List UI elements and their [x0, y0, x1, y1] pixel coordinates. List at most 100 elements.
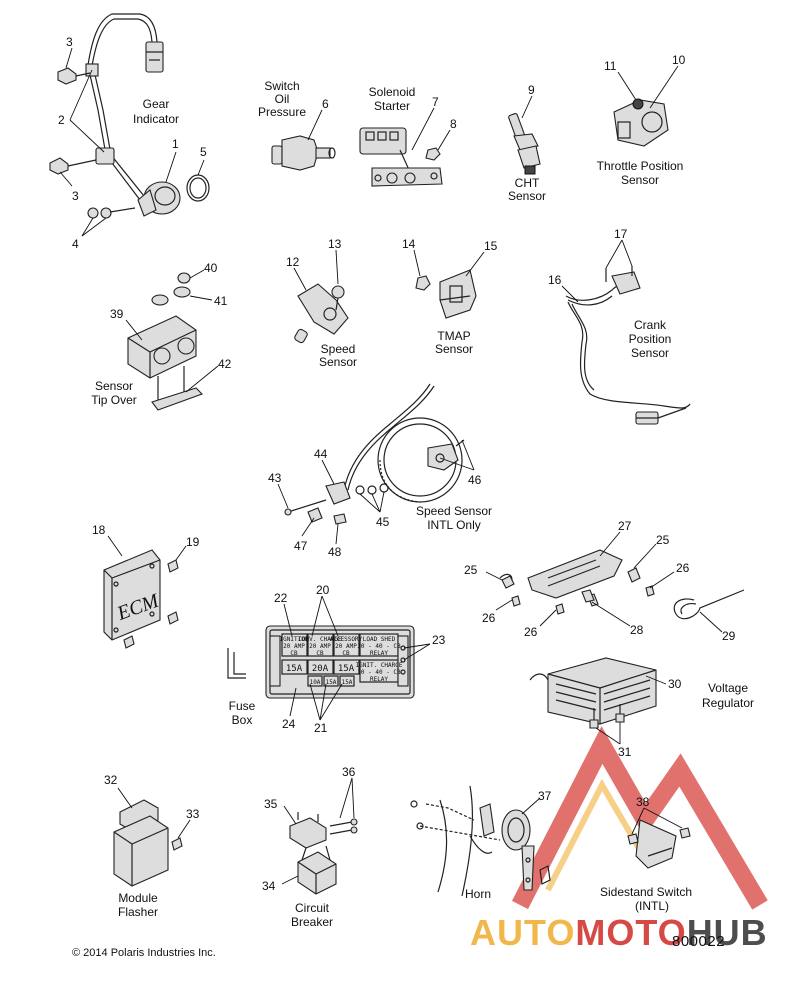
callout-36: 36	[342, 765, 356, 779]
leader-31a	[595, 727, 621, 745]
label-crank-1: Crank	[634, 318, 667, 332]
leader-36a	[339, 777, 353, 819]
fuse-bottom-small: 10A	[310, 679, 321, 686]
label-fusebox-2: Box	[232, 713, 253, 727]
leader-17b	[621, 239, 633, 267]
leader-22	[283, 603, 293, 637]
voltage-regulator	[529, 657, 657, 729]
tmap-sensor	[415, 269, 477, 319]
leader-24	[289, 687, 297, 717]
callout-24: 24	[282, 717, 296, 731]
module-flasher	[113, 799, 183, 887]
fuse-bottom-2: 20A	[312, 664, 329, 674]
fuse-bottom-1: 15A	[286, 664, 303, 674]
leader-33	[177, 819, 191, 839]
label-solenoid-2: Starter	[374, 99, 410, 113]
throttle-position-sensor	[613, 98, 669, 147]
leader-25a	[485, 571, 503, 581]
fuse-top-2-line2: 20 AMP	[309, 643, 331, 650]
ecm-module: ECM	[103, 549, 179, 649]
callout-14: 14	[402, 237, 416, 251]
label-crank-3: Sensor	[631, 346, 669, 360]
callout-38: 38	[636, 795, 650, 809]
leader-9	[521, 95, 533, 119]
leader-23b	[403, 643, 431, 661]
fuse-box: IGNITION 20 AMP CB CONV. CHARGE 20 AMP C…	[227, 625, 415, 699]
leader-48	[335, 523, 339, 545]
label-flasher-1: Module	[118, 891, 158, 905]
watermark-text: AUTOMOTOHUB	[470, 912, 768, 954]
watermark-part-auto: AUTO	[470, 912, 576, 953]
label-tmap-1: TMAP	[437, 329, 470, 343]
leader-43	[277, 483, 289, 509]
sidestand-switch	[627, 819, 691, 869]
label-breaker-2: Breaker	[291, 915, 333, 929]
label-horn: Horn	[465, 887, 491, 901]
speed-sensor	[294, 283, 349, 344]
speed-sensor-intl	[284, 383, 465, 525]
callout-15: 15	[484, 239, 498, 253]
leader-23a	[403, 643, 431, 649]
leader-14	[413, 249, 421, 277]
label-breaker-1: Circuit	[295, 901, 330, 915]
callout-10: 10	[672, 53, 686, 67]
leader-7	[411, 107, 435, 151]
leader-25b	[633, 543, 657, 569]
leader-47	[301, 517, 315, 537]
callout-17: 17	[614, 227, 628, 241]
leader-36b	[351, 777, 355, 819]
leader-38a	[631, 807, 645, 835]
label-sidestand-1: Sidestand Switch	[600, 885, 692, 899]
circuit-breaker	[289, 812, 358, 895]
label-gear-indicator-1: Gear	[143, 97, 170, 111]
callout-8: 8	[450, 117, 457, 131]
callout-20: 20	[316, 583, 330, 597]
leader-11	[617, 71, 637, 101]
callout-21: 21	[314, 721, 328, 735]
label-tps-2: Sensor	[621, 173, 659, 187]
callout-26a: 26	[482, 611, 496, 625]
bracket-assembly	[499, 549, 655, 615]
callout-45: 45	[376, 515, 390, 529]
leader-45b	[371, 493, 381, 513]
horn	[410, 785, 551, 897]
leader-35	[283, 805, 297, 825]
leader-38b	[643, 807, 683, 829]
callout-29: 29	[722, 629, 736, 643]
callout-47: 47	[294, 539, 308, 553]
leader-37	[521, 797, 541, 815]
callout-6: 6	[322, 97, 329, 111]
callout-32: 32	[104, 773, 118, 787]
leader-26a	[495, 599, 513, 611]
callout-26b: 26	[524, 625, 538, 639]
callout-39: 39	[110, 307, 124, 321]
callout-7: 7	[432, 95, 439, 109]
leader-12	[293, 267, 307, 291]
leader-29	[699, 611, 723, 633]
label-solenoid-1: Solenoid	[369, 85, 416, 99]
fuse-top-3-line2: 20 AMP	[335, 643, 357, 650]
label-flasher-2: Flasher	[118, 905, 158, 919]
leader-18	[107, 535, 123, 557]
leader-26c	[649, 571, 675, 589]
fuse-relay-line2: 30 - 40 - CB	[357, 669, 401, 676]
fuse-bottom-3: 15A	[338, 664, 355, 674]
leader-21a	[309, 683, 321, 721]
leader-30	[645, 675, 667, 685]
figure-number: 800022	[672, 933, 726, 950]
label-crank-2: Position	[629, 332, 672, 346]
label-speed-1: Speed	[321, 342, 356, 356]
leader-15	[465, 251, 485, 277]
fuse-top-1-line3: CB	[290, 650, 298, 657]
label-oil-2: Oil	[275, 92, 290, 106]
label-regulator-2: Regulator	[702, 696, 754, 710]
leader-28	[591, 601, 631, 627]
label-oil-1: Switch	[264, 79, 299, 93]
leader-32	[117, 787, 133, 809]
callout-12: 12	[286, 255, 300, 269]
leader-45c	[379, 491, 385, 513]
label-tmap-2: Sensor	[435, 342, 473, 356]
leader-21b	[319, 683, 327, 721]
oil-pressure-switch	[271, 135, 336, 171]
callout-34: 34	[262, 879, 276, 893]
